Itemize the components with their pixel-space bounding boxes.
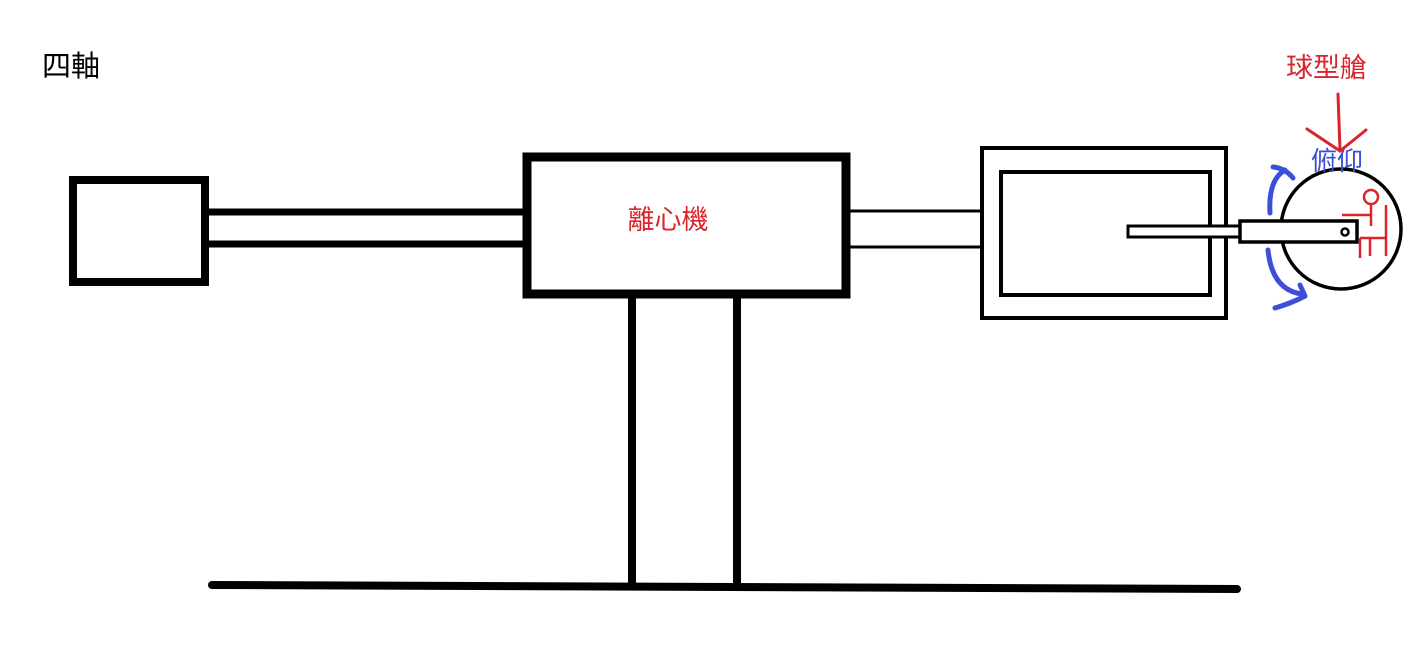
pitch-arrows-icon (1265, 164, 1308, 311)
spherical-cabin-label: 球型艙 (1286, 53, 1367, 84)
cabin-arm (1238, 219, 1359, 244)
ground-line (208, 581, 1241, 593)
pointer-arrow-icon (1305, 92, 1368, 153)
seated-person-icon (1342, 188, 1388, 258)
centrifuge-box (522, 152, 851, 299)
centrifuge-label: 離心機 (628, 205, 709, 236)
pitch-label: 俯仰 (1311, 147, 1363, 177)
quadcopter-label: 四軸 (42, 49, 100, 83)
pivot-icon (1340, 227, 1350, 237)
pitch-rod (1126, 224, 1242, 239)
quadcopter-box (69, 176, 209, 286)
